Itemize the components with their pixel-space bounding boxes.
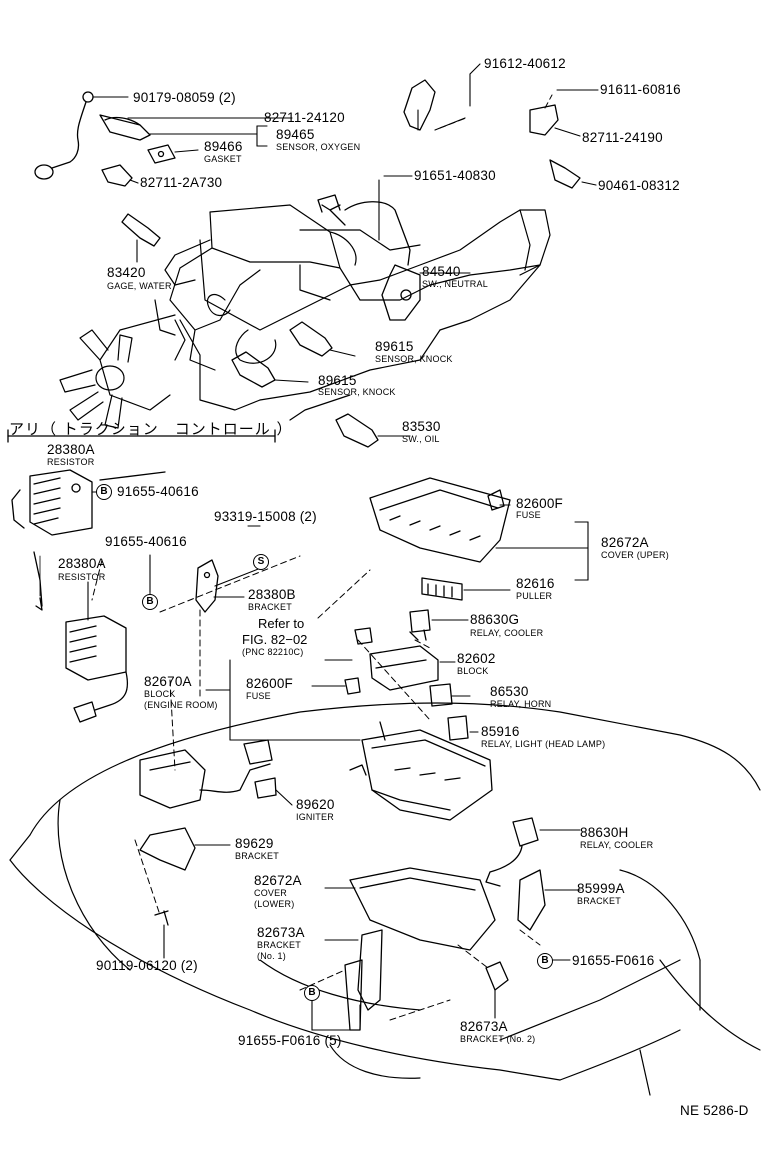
part-82673a2-number: 82673A: [460, 1019, 508, 1034]
bolt-b-marker: B: [96, 484, 112, 500]
dashed-lines: [91, 94, 553, 1021]
part-91655b-number: 91655-40616: [105, 534, 187, 549]
part-82673a1-number: 82673A: [257, 925, 305, 940]
fuse-box-upper: [369, 477, 511, 601]
part-85999a-desc: BRACKET: [577, 896, 621, 906]
part-88630g-number: 88630G: [470, 612, 520, 627]
part-82711-24190-number: 82711-24190: [582, 130, 663, 145]
part-82670a-number: 82670A: [144, 674, 192, 689]
part-82673a2-desc: BRACKET (No. 2): [460, 1034, 536, 1044]
igniter-group: [139, 739, 546, 1031]
part-84540-number: 84540: [422, 264, 461, 279]
refer-to-line2: FIG. 82−02: [242, 632, 308, 647]
part-90119-number: 90119-06120 (2): [96, 958, 198, 973]
part-28380a2-desc: RESISTOR: [58, 572, 106, 582]
part-91655a-number: 91655-40616: [117, 484, 199, 499]
part-89615a-number: 89615: [375, 339, 414, 354]
screw-s-marker: S: [253, 554, 269, 570]
part-82616-desc: PULLER: [516, 591, 553, 601]
part-28380a2-number: 28380A: [58, 556, 106, 571]
part-85916-number: 85916: [481, 724, 520, 739]
part-82616-number: 82616: [516, 576, 555, 591]
part-88630h-number: 88630H: [580, 825, 629, 840]
part-83420-desc: GAGE, WATER: [107, 281, 172, 291]
part-91611-number: 91611-60816: [600, 82, 681, 97]
part-83530-number: 83530: [402, 419, 441, 434]
part-89615b-desc: SENSOR, KNOCK: [318, 387, 396, 397]
part-85999a-number: 85999A: [577, 881, 625, 896]
part-91612-number: 91612-40612: [484, 56, 566, 71]
part-28380b-number: 28380B: [248, 587, 296, 602]
part-83420-number: 83420: [107, 265, 146, 280]
part-82602-desc: BLOCK: [457, 666, 489, 676]
part-28380a1-number: 28380A: [47, 442, 95, 457]
bolt-b-marker-2: B: [142, 594, 158, 610]
refer-to-line1: Refer to: [258, 616, 305, 631]
part-82600f2-number: 82600F: [246, 676, 293, 691]
part-89465-desc: SENSOR, OXYGEN: [276, 142, 361, 152]
part-82600f1-desc: FUSE: [516, 510, 541, 520]
part-88630h-desc: RELAY, COOLER: [580, 840, 654, 850]
resistor-group: [7, 429, 276, 723]
part-90179-number: 90179-08059 (2): [133, 90, 236, 105]
bolt-b-marker-4: B: [304, 985, 320, 1001]
part-82600f2-desc: FUSE: [246, 691, 271, 701]
part-82711-24120-number: 82711-24120: [264, 110, 345, 125]
part-82672a2-sub: (LOWER): [254, 899, 295, 909]
part-89466-number: 89466: [204, 139, 243, 154]
part-91655f5-number: 91655-F0616 (5): [238, 1033, 342, 1048]
relay-block-engine-room: [349, 721, 493, 821]
part-89620-number: 89620: [296, 797, 335, 812]
part-28380b-desc: BRACKET: [248, 602, 292, 612]
refer-to-line3: (PNC 82210C): [242, 647, 304, 657]
part-86530-desc: RELAY, HORN: [490, 699, 552, 709]
part-82670a-desc: BLOCK: [144, 689, 176, 699]
traction-control-heading: アリ（ トラクション コントロール ）: [9, 420, 293, 438]
part-82672a2-desc: COVER: [254, 888, 288, 898]
part-82673a1-desc: BRACKET: [257, 940, 301, 950]
engine-outline: [59, 204, 551, 429]
part-82672a1-desc: COVER (UPER): [601, 550, 669, 560]
part-85916-desc: RELAY, LIGHT (HEAD LAMP): [481, 739, 606, 749]
part-82672a2-number: 82672A: [254, 873, 302, 888]
part-93319-number: 93319-15008 (2): [214, 509, 317, 524]
relays-block: [344, 609, 539, 887]
part-82673a1-sub: (No. 1): [257, 951, 286, 961]
bolt-b-marker-3: B: [537, 953, 553, 969]
oxygen-sensor-group: [34, 91, 176, 187]
part-89629-number: 89629: [235, 836, 274, 851]
part-89465-number: 89465: [276, 127, 315, 142]
part-91651-number: 91651-40830: [414, 168, 496, 183]
part-82670a-sub: (ENGINE ROOM): [144, 700, 218, 710]
part-89629-desc: BRACKET: [235, 851, 279, 861]
part-86530-number: 86530: [490, 684, 529, 699]
diagram-code: NE 5286-D: [680, 1103, 749, 1118]
part-89466-desc: GASKET: [204, 154, 242, 164]
part-84540-desc: SW., NEUTRAL: [422, 279, 488, 289]
part-83530-desc: SW., OIL: [402, 434, 440, 444]
part-88630g-desc: RELAY, COOLER: [470, 628, 544, 638]
part-82711-2a730-number: 82711-2A730: [140, 175, 223, 190]
part-89620-desc: IGNITER: [296, 812, 334, 822]
part-28380a1-desc: RESISTOR: [47, 457, 95, 467]
part-90461-number: 90461-08312: [598, 178, 680, 193]
part-82672a1-number: 82672A: [601, 535, 649, 550]
part-82600f1-number: 82600F: [516, 496, 563, 511]
part-89615a-desc: SENSOR, KNOCK: [375, 354, 453, 364]
part-91655f1-number: 91655-F0616: [572, 953, 655, 968]
part-89615b-number: 89615: [318, 373, 357, 388]
part-82602-number: 82602: [457, 651, 496, 666]
car-body: [9, 702, 761, 1096]
